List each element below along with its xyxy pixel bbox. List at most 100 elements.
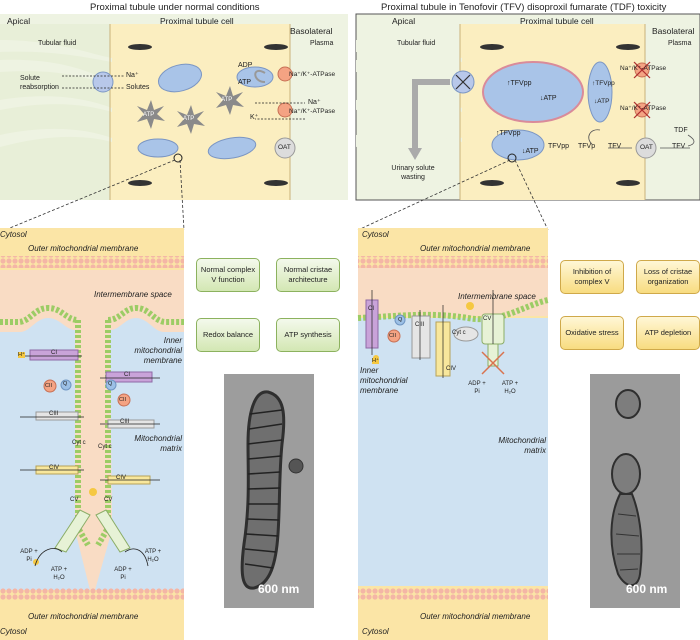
left-na-out-label: Na⁺	[308, 99, 321, 106]
left-ci-label-a: CI	[51, 350, 57, 356]
right-cv-label: CV	[483, 316, 492, 322]
right-cytosol-label-bottom: Cytosol	[362, 627, 389, 636]
right-outer-label-bottom: Outer mitochondrial membrane	[420, 612, 531, 621]
right-down-atp-3: ↓ATP	[522, 148, 539, 155]
left-inner-label: Inner mitochondrial membrane	[134, 336, 182, 365]
right-swollen-mito-3	[491, 129, 545, 161]
right-atpase-label-1: Na⁺/K⁺-ATPase	[620, 65, 667, 72]
right-up-tfvpp-2: ↑TFVpp	[592, 80, 615, 87]
left-tubular-fluid-label: Tubular fluid	[38, 40, 77, 47]
right-swollen-mito-1	[482, 61, 584, 123]
right-cytosol-label: Cytosol	[362, 230, 389, 239]
left-cytc-label-a: Cyt c	[72, 440, 86, 446]
left-cotransporter	[92, 71, 114, 93]
left-plasma-label: Plasma	[310, 40, 334, 47]
box-atp-depletion: ATP depletion	[636, 316, 700, 350]
right-ciii-label: CIII	[415, 322, 425, 328]
left-h-label: H⁺	[18, 352, 25, 358]
left-ims-label: Intermembrane space	[94, 290, 172, 299]
left-basolateral-label: Basolateral	[290, 26, 333, 36]
left-cell-label: Proximal tubule cell	[160, 16, 234, 26]
right-down-atp-1: ↓ATP	[540, 95, 557, 102]
right-tfvp-label: TFVp	[578, 143, 596, 150]
right-civ-label: CIV	[446, 366, 457, 372]
box-atp-synthesis: ATP synthesis	[276, 318, 340, 352]
left-ci-a	[29, 349, 79, 361]
box-inhibition-complex-v: Inhibition of complex V	[560, 260, 624, 294]
left-title: Proximal tubule under normal conditions	[90, 2, 260, 13]
left-q-label-b: Q	[108, 381, 113, 387]
right-oat-label: OAT	[640, 144, 653, 151]
em-micrograph-toxic	[590, 374, 680, 608]
right-urinary-label: Urinary solute wasting	[391, 165, 435, 181]
left-atp-h2o-label-a: ATP + H₂O	[50, 567, 68, 581]
left-atp-bursts	[137, 86, 244, 134]
left-oat-label: OAT	[278, 144, 291, 151]
em-micrograph-normal	[224, 374, 314, 608]
right-tdf-label: TDF	[674, 127, 688, 134]
left-apical-label: Apical	[7, 16, 31, 26]
left-atp-label: ATP	[238, 79, 252, 86]
right-ci-label: CI	[368, 306, 374, 312]
scale-bar-right: 600 nm	[626, 582, 668, 596]
left-ciii-label-a: CIII	[49, 411, 59, 417]
right-plasma-label: Plasma	[668, 40, 692, 47]
left-oat	[274, 137, 296, 159]
box-normal-complex-v: Normal complex V function	[196, 258, 260, 292]
left-junction-bottom	[128, 180, 152, 186]
left-outer-label-top: Outer mitochondrial membrane	[28, 244, 139, 253]
right-down-atp-2: ↓ATP	[594, 98, 610, 105]
right-tfv-label-2: TFV	[672, 143, 686, 150]
left-atp-burst-3: ATP	[183, 116, 195, 122]
left-civ-label-a: CIV	[49, 465, 60, 471]
right-atp-h2o-label: ATP + H₂O	[501, 381, 519, 395]
left-cii-label-b: CII	[119, 397, 127, 403]
left-cv-label-b: CV	[104, 497, 113, 503]
right-h-label: H⁺	[372, 358, 379, 364]
right-ims-label: Intermembrane space	[458, 292, 536, 301]
left-solute-reabsorption-label: Solute reabsorption	[20, 75, 59, 91]
left-k-label: K⁺	[250, 114, 259, 121]
left-ci-b	[105, 371, 153, 383]
right-basolateral-label: Basolateral	[652, 26, 695, 36]
left-civ-label-b: CIV	[116, 475, 127, 481]
right-cell-label: Proximal tubule cell	[520, 16, 594, 26]
left-adp-pi-label-b: ADP + Pi	[114, 567, 132, 581]
right-outer-label-top: Outer mitochondrial membrane	[420, 244, 531, 253]
left-atp-burst-2: ATP	[143, 112, 155, 118]
left-na-label: Na⁺	[126, 72, 139, 79]
right-tfv-label-1: TFV	[608, 143, 622, 150]
right-cytc-label: Cyt c	[452, 330, 466, 336]
left-outer-membrane-top	[0, 256, 184, 268]
left-outer-membrane-bottom	[0, 588, 184, 600]
left-atp-h2o-label-b: ATP + H₂O	[144, 549, 162, 563]
right-tubular-fluid-label: Tubular fluid	[397, 40, 436, 47]
scale-bar-left: 600 nm	[258, 582, 300, 596]
left-cell-cytoplasm	[110, 24, 290, 200]
left-cii-label-a: CII	[45, 383, 53, 389]
left-adp-pi-label-a: ADP + Pi	[20, 549, 38, 563]
right-title: Proximal tubule in Tenofovir (TFV) disop…	[381, 2, 667, 13]
left-cytosol-label-bottom: Cytosol	[0, 627, 27, 636]
box-loss-cristae: Loss of cristae organization	[636, 260, 700, 294]
right-adp-pi-label: ADP + Pi	[468, 381, 486, 395]
left-q-label-a: Q	[63, 381, 68, 387]
left-ci-label-b: CI	[124, 372, 130, 378]
left-pump-1	[277, 66, 293, 82]
box-oxidative-stress: Oxidative stress	[560, 316, 624, 350]
left-solutes-label: Solutes	[126, 84, 150, 91]
left-cytosol-label: Cytosol	[0, 230, 27, 239]
right-cii-label: CII	[389, 333, 397, 339]
right-atpase-label-2: Na⁺/K⁺-ATPase	[620, 105, 667, 112]
right-matrix-label: Mitochondrial matrix	[498, 436, 546, 455]
left-adp-label: ADP	[238, 62, 253, 69]
right-up-tfvpp-3: ↑TFVpp	[496, 130, 521, 137]
left-atp-burst-1: ATP	[221, 97, 233, 103]
left-junction-top	[128, 44, 152, 50]
left-cytc-label-b: Cyt c	[98, 444, 112, 450]
right-q-label: Q	[398, 317, 403, 323]
left-outer-label-bottom: Outer mitochondrial membrane	[28, 612, 139, 621]
box-normal-cristae: Normal cristae architecture	[276, 258, 340, 292]
left-matrix-label: Mitochondrial matrix	[134, 434, 182, 453]
